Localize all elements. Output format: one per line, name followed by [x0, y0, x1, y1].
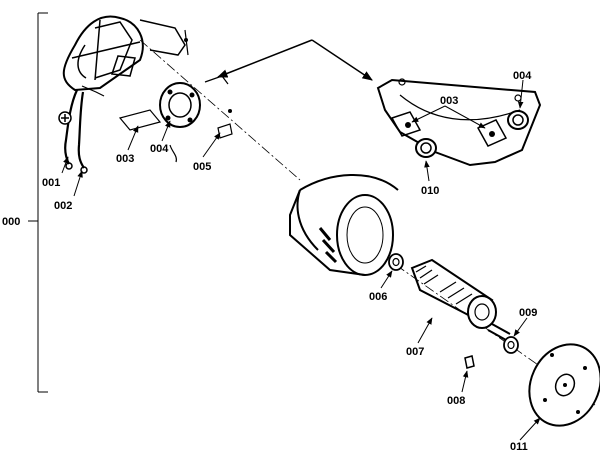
callout-003-right: 003	[440, 95, 458, 107]
callout-009: 009	[519, 307, 537, 319]
callout-004-right: 004	[513, 70, 532, 82]
callout-010: 010	[421, 185, 439, 197]
callout-002: 002	[54, 200, 72, 212]
callout-001: 001	[42, 177, 60, 189]
armature-007	[410, 258, 511, 341]
bearing-009	[503, 336, 519, 354]
callout-008: 008	[447, 395, 465, 407]
assembly-bracket	[28, 12, 48, 393]
brush-holder-plate	[118, 29, 233, 163]
callout-003-left: 003	[116, 153, 134, 165]
callout-007: 007	[406, 346, 424, 358]
key-pin-008	[464, 355, 475, 369]
callout-005: 005	[193, 161, 211, 173]
detail-view-arrows	[217, 39, 373, 81]
callout-011: 011	[510, 441, 528, 453]
callout-004-left: 004	[150, 143, 169, 155]
callout-006: 006	[369, 291, 387, 303]
fan-guard	[62, 15, 186, 97]
field-housing	[289, 173, 399, 276]
lead-wires	[58, 89, 88, 174]
bearing-006	[388, 253, 404, 271]
callout-000: 000	[2, 216, 20, 228]
end-bell-detail	[376, 78, 542, 167]
callout-leaders	[61, 79, 541, 441]
end-plate-011	[528, 343, 600, 427]
